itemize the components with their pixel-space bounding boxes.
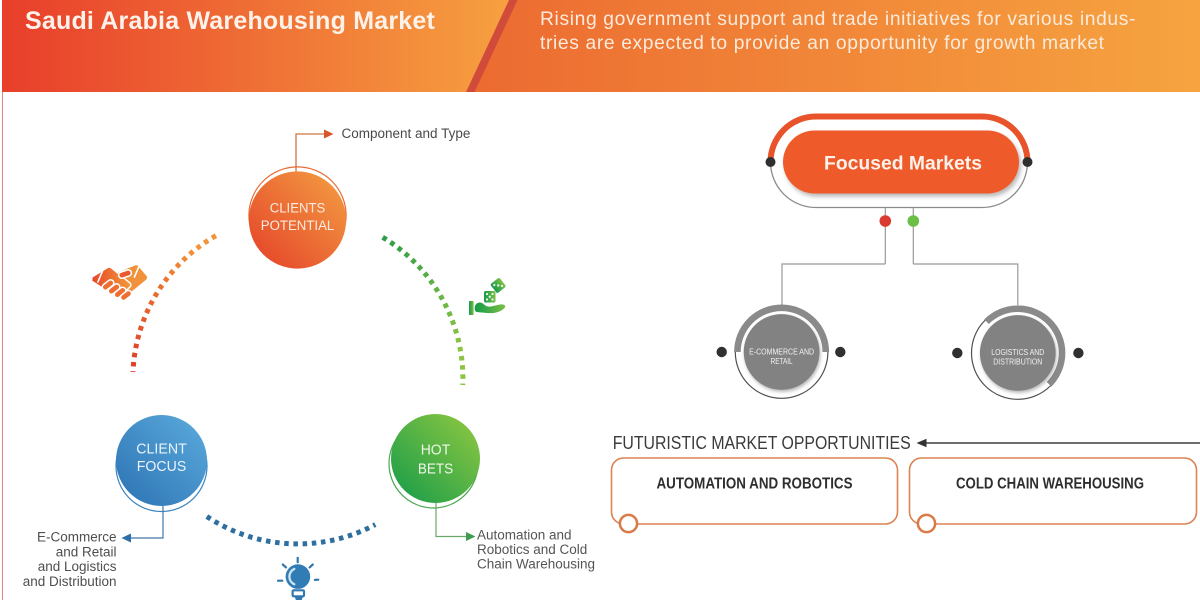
svg-text:Robotics and Cold: Robotics and Cold: [477, 542, 587, 557]
svg-text:Component and Type: Component and Type: [342, 126, 471, 141]
svg-text:FUTURISTIC MARKET OPPORTUNITIE: FUTURISTIC MARKET OPPORTUNITIES: [613, 433, 911, 453]
svg-text:and Retail: and Retail: [56, 544, 117, 559]
svg-text:POTENTIAL: POTENTIAL: [261, 218, 335, 233]
svg-text:E-COMMERCE AND: E-COMMERCE AND: [749, 346, 814, 356]
svg-text:DISTRIBUTION: DISTRIBUTION: [993, 357, 1042, 367]
svg-text:FOCUS: FOCUS: [137, 458, 187, 475]
svg-text:HOT: HOT: [421, 442, 451, 459]
svg-text:Focused Markets: Focused Markets: [824, 152, 982, 174]
svg-text:E-Commerce: E-Commerce: [37, 530, 117, 545]
svg-text:and Distribution: and Distribution: [23, 574, 117, 589]
svg-text:CLIENTS: CLIENTS: [270, 201, 326, 216]
svg-text:LOGISTICS AND: LOGISTICS AND: [991, 347, 1044, 357]
svg-text:RETAIL: RETAIL: [771, 356, 793, 366]
svg-text:COLD CHAIN WAREHOUSING: COLD CHAIN WAREHOUSING: [956, 476, 1144, 493]
svg-text:CLIENT: CLIENT: [136, 440, 187, 457]
svg-text:AUTOMATION AND ROBOTICS: AUTOMATION AND ROBOTICS: [657, 476, 853, 493]
svg-text:Automation and: Automation and: [477, 528, 572, 543]
svg-text:and Logistics: and Logistics: [38, 559, 117, 574]
svg-text:Chain Warehousing: Chain Warehousing: [477, 556, 595, 571]
svg-text:BETS: BETS: [418, 461, 453, 478]
